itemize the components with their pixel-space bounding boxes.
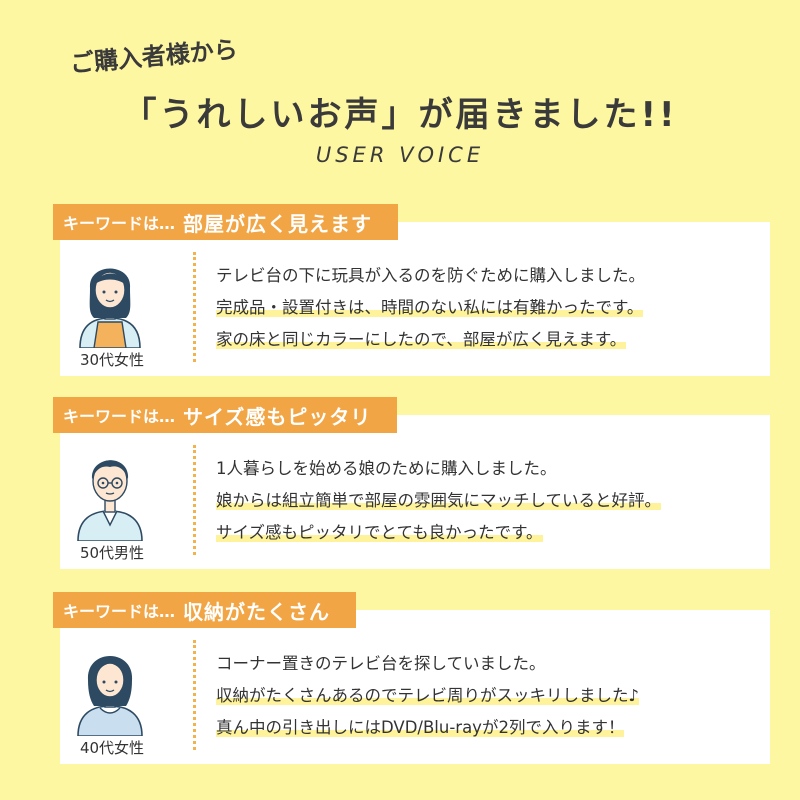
page-title-line1: ご購入者様から <box>68 35 239 78</box>
review-text: コーナー置きのテレビ台を探していました。 収納がたくさんあるのでテレビ周りがスッ… <box>216 648 640 744</box>
page-subtitle: USER VOICE <box>315 143 485 167</box>
review-card: キーワードは… 部屋が広く見えます 30代女性 テレビ台の下に玩具が入るのを防ぐ… <box>53 204 770 376</box>
woman-cardigan-icon <box>70 636 150 736</box>
keyword-label: キーワードは… サイズ感もピッタリ <box>53 397 398 433</box>
keyword-label: キーワードは… 部屋が広く見えます <box>53 204 399 240</box>
man-glasses-icon <box>70 441 150 541</box>
keyword-prefix: キーワードは… <box>63 602 176 621</box>
review-line: 1人暮らしを始める娘のために購入しました。 <box>216 459 557 478</box>
review-line: テレビ台の下に玩具が入るのを防ぐために購入しました。 <box>216 266 645 285</box>
reviewer-age: 30代女性 <box>79 351 145 369</box>
keyword-prefix: キーワードは… <box>63 407 176 426</box>
review-line: コーナー置きのテレビ台を探していました。 <box>216 654 546 673</box>
review-line-highlighted: 真ん中の引き出しにはDVD/Blu-rayが2列で入ります！ <box>216 718 625 737</box>
review-text: テレビ台の下に玩具が入るのを防ぐために購入しました。 完成品・設置付きは、時間の… <box>216 260 645 356</box>
page-header: ご購入者様から 「うれしいお声」が届きました!! USER VOICE <box>0 0 800 200</box>
keyword-label: キーワードは… 収納がたくさん <box>53 592 357 628</box>
keyword-text: 部屋が広く見えます <box>183 211 373 236</box>
reviewer-age: 50代男性 <box>79 544 145 562</box>
review-line-highlighted: 完成品・設置付きは、時間のない私には有難かったです。 <box>216 298 644 317</box>
reviewer-age: 40代女性 <box>79 739 145 757</box>
review-text: 1人暮らしを始める娘のために購入しました。 娘からは組立簡単で部屋の雰囲気にマッ… <box>216 453 662 549</box>
keyword-text: サイズ感もピッタリ <box>183 404 372 429</box>
dotted-divider <box>193 640 196 750</box>
dotted-divider <box>193 252 196 362</box>
review-line-highlighted: 収納がたくさんあるのでテレビ周りがスッキリしました♪ <box>216 686 640 705</box>
review-line-highlighted: 家の床と同じカラーにしたので、部屋が広く見えます。 <box>216 330 627 349</box>
woman-apron-icon <box>70 248 150 348</box>
dotted-divider <box>193 445 196 555</box>
keyword-text: 収納がたくさん <box>183 599 331 624</box>
review-card: キーワードは… 収納がたくさん 40代女性 コーナー置きのテレビ台を探していまし… <box>53 592 770 764</box>
review-line-highlighted: サイズ感もピッタリでとても良かったです。 <box>216 523 543 542</box>
review-card: キーワードは… サイズ感もピッタリ 50代男性 1人暮らしを始める娘のために購入… <box>53 397 770 569</box>
keyword-prefix: キーワードは… <box>63 214 176 233</box>
review-line-highlighted: 娘からは組立簡単で部屋の雰囲気にマッチしていると好評。 <box>216 491 662 510</box>
page-title-line2: 「うれしいお声」が届きました!! <box>122 95 678 135</box>
